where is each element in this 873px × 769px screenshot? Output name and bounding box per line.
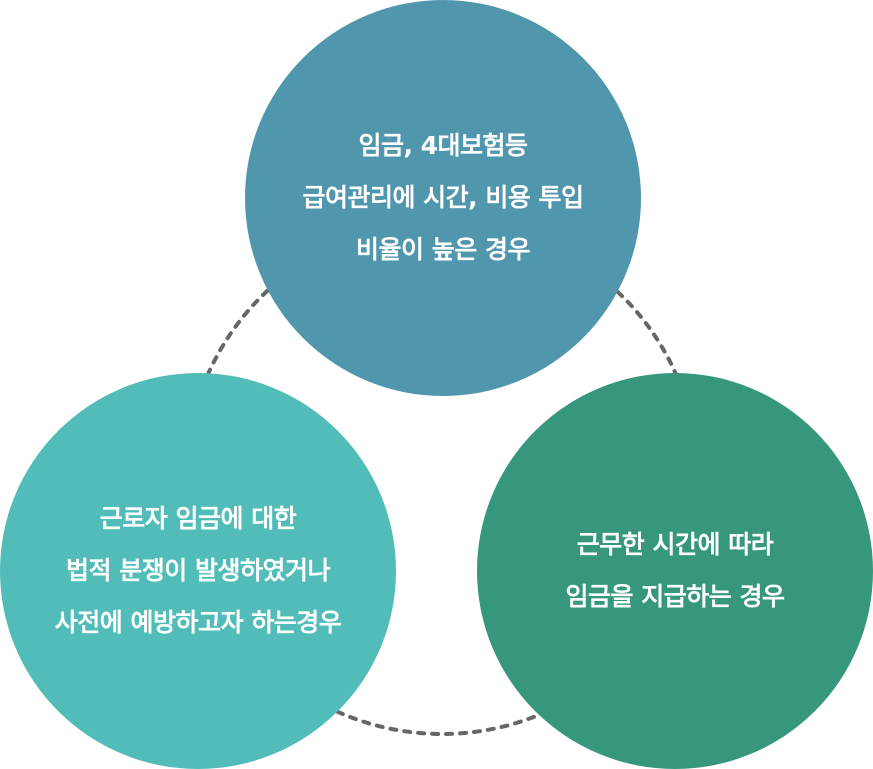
- circle-payroll-cost-line-2: 급여관리에 시간, 비용 투입: [302, 183, 584, 212]
- circle-payroll-cost-text: 임금, 4대보험등 급여관리에 시간, 비용 투입 비율이 높은 경우: [302, 120, 584, 276]
- circle-payroll-cost: 임금, 4대보험등 급여관리에 시간, 비용 투입 비율이 높은 경우: [245, 0, 641, 396]
- circle-hourly-wage-line-1: 근무한 시간에 따라: [576, 530, 774, 559]
- circle-payroll-cost-line-3: 비율이 높은 경우: [356, 235, 530, 264]
- circle-hourly-wage-text: 근무한 시간에 따라 임금을 지급하는 경우: [566, 519, 785, 623]
- circle-hourly-wage: 근무한 시간에 따라 임금을 지급하는 경우: [477, 373, 873, 769]
- circle-wage-dispute: 근로자 임금에 대한 법적 분쟁이 발생하였거나 사전에 예방하고자 하는경우: [0, 373, 396, 769]
- circle-hourly-wage-line-2: 임금을 지급하는 경우: [565, 582, 785, 611]
- circle-payroll-cost-line-1: 임금, 4대보험등: [358, 131, 528, 160]
- circle-wage-dispute-line-3: 사전에 예방하고자 하는경우: [54, 608, 342, 637]
- circle-wage-dispute-text: 근로자 임금에 대한 법적 분쟁이 발생하였거나 사전에 예방하고자 하는경우: [54, 493, 342, 649]
- circle-wage-dispute-line-2: 법적 분쟁이 발생하였거나: [66, 556, 330, 585]
- circle-wage-dispute-line-1: 근로자 임금에 대한: [99, 504, 297, 533]
